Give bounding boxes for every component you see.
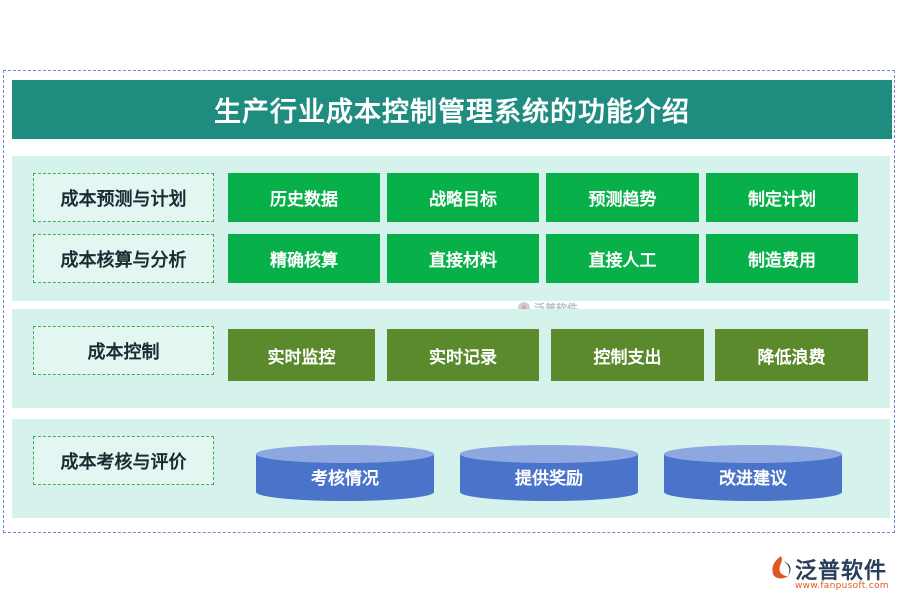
fanpu-logo-icon xyxy=(772,556,791,579)
cylinder-label: 考核情况 xyxy=(311,468,379,489)
box-direct-materials: 直接材料 xyxy=(387,234,539,283)
box-control-expenses: 控制支出 xyxy=(551,329,704,381)
box-reduce-waste: 降低浪费 xyxy=(715,329,868,381)
brand-logo: 泛普软件 www.fanpusoft.com xyxy=(769,553,895,595)
box-manufacturing-overhead: 制造费用 xyxy=(706,234,858,283)
label-cost-accounting-analysis: 成本核算与分析 xyxy=(33,234,214,283)
outer-frame xyxy=(3,70,895,533)
box-strategic-goal: 战略目标 xyxy=(387,173,539,222)
cylinder-label: 改进建议 xyxy=(719,468,787,489)
box-historical-data: 历史数据 xyxy=(228,173,380,222)
label-cost-assessment-evaluation: 成本考核与评价 xyxy=(33,436,214,485)
label-cost-control: 成本控制 xyxy=(33,326,214,375)
page-title: 生产行业成本控制管理系统的功能介绍 xyxy=(12,80,892,139)
box-real-time-recording: 实时记录 xyxy=(387,329,539,381)
box-make-plan: 制定计划 xyxy=(706,173,858,222)
cylinder-label: 提供奖励 xyxy=(515,468,583,489)
label-cost-forecast-plan: 成本预测与计划 xyxy=(33,173,214,222)
box-precise-accounting: 精确核算 xyxy=(228,234,380,283)
cylinder-provide-rewards: 提供奖励 xyxy=(460,445,638,501)
box-forecast-trend: 预测趋势 xyxy=(546,173,699,222)
cylinder-assessment-status: 考核情况 xyxy=(256,445,434,501)
logo-name: 泛普软件 xyxy=(795,559,888,584)
cylinder-improvement-suggestions: 改进建议 xyxy=(664,445,842,501)
box-real-time-monitoring: 实时监控 xyxy=(228,329,375,381)
logo-url: www.fanpusoft.com xyxy=(795,581,889,591)
box-direct-labor: 直接人工 xyxy=(546,234,699,283)
